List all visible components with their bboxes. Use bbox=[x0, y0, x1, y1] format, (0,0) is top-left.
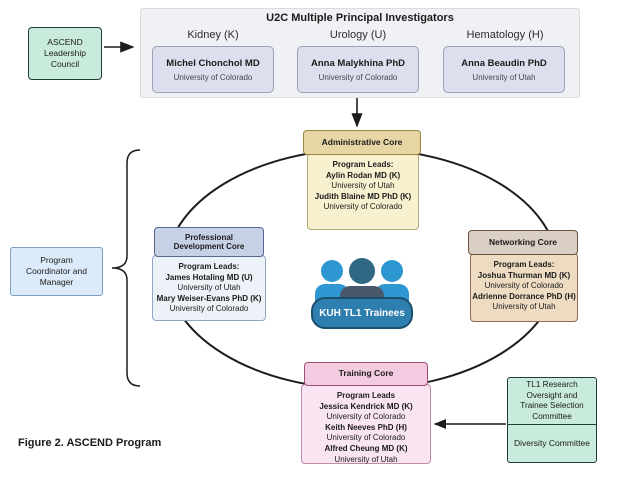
core-line: Aylin Rodan MD (K) bbox=[325, 170, 401, 180]
coordinator-curly-brace bbox=[111, 149, 141, 387]
leadership-council-line: Leadership bbox=[43, 48, 87, 58]
mpi-name: Anna Beaudin PhD bbox=[461, 57, 547, 69]
administrative-core-body: Program Leads: Aylin Rodan MD (K) Univer… bbox=[307, 153, 419, 230]
administrative-core-header: Administrative Core bbox=[303, 130, 421, 155]
networking-core-header: Networking Core bbox=[468, 230, 578, 255]
core-line: Keith Neeves PhD (H) bbox=[325, 422, 407, 432]
core-line: Mary Weiser-Evans PhD (K) bbox=[156, 293, 262, 303]
coordinator-manager-box: Program Coordinator and Manager bbox=[10, 247, 103, 296]
committee-line: Committee bbox=[532, 411, 572, 421]
professional-development-core-header: Professional Development Core bbox=[154, 227, 264, 257]
leadership-council-line: Council bbox=[50, 59, 80, 69]
person-icon bbox=[381, 260, 403, 282]
committee-line: TL1 Research bbox=[526, 380, 578, 389]
core-line: Program Leads bbox=[336, 391, 396, 400]
core-line: Adrienne Dorrance PhD (H) bbox=[472, 291, 576, 301]
person-icon bbox=[349, 258, 375, 284]
person-icon bbox=[321, 260, 343, 282]
committee-line: Oversight and bbox=[526, 390, 578, 400]
mpi-discipline-hematology: Hematology (H) bbox=[466, 29, 544, 41]
mpi-card-hematology: Anna Beaudin PhD University of Utah bbox=[443, 46, 565, 93]
mpi-panel-title: U2C Multiple Principal Investigators bbox=[266, 12, 454, 24]
mpi-affiliation: University of Utah bbox=[472, 72, 536, 82]
core-line: James Hotaling MD (U) bbox=[165, 272, 253, 282]
mpi-name: Anna Malykhina PhD bbox=[311, 57, 405, 69]
core-line: Judith Blaine MD PhD (K) bbox=[314, 191, 412, 201]
mpi-name: Michel Chonchol MD bbox=[166, 57, 260, 69]
core-line: University of Colorado bbox=[323, 202, 403, 212]
mpi-affiliation: University of Colorado bbox=[318, 72, 398, 82]
core-line: Program Leads: bbox=[493, 260, 555, 269]
core-line: University of Utah bbox=[177, 283, 241, 293]
core-line: Program Leads: bbox=[332, 160, 394, 169]
mpi-card-urology: Anna Malykhina PhD University of Colorad… bbox=[297, 46, 419, 93]
core-line: Joshua Thurman MD (K) bbox=[477, 270, 571, 280]
committee-line: Diversity Committee bbox=[513, 438, 591, 448]
tl1-research-oversight-committee-box: TL1 Research Oversight and Trainee Selec… bbox=[507, 377, 597, 425]
mpi-card-kidney: Michel Chonchol MD University of Colorad… bbox=[152, 46, 274, 93]
leadership-council-box: ASCEND Leadership Council bbox=[28, 27, 102, 80]
mpi-affiliation: University of Colorado bbox=[173, 72, 253, 82]
training-core-body: Program Leads Jessica Kendrick MD (K) Un… bbox=[301, 384, 431, 464]
coordinator-line: Manager bbox=[39, 277, 74, 287]
diversity-committee-box: Diversity Committee bbox=[507, 424, 597, 463]
coordinator-line: Program bbox=[40, 255, 73, 265]
networking-core-body: Program Leads: Joshua Thurman MD (K) Uni… bbox=[470, 253, 578, 322]
kuh-tl1-trainees-badge: KUH TL1 Trainees bbox=[311, 297, 413, 329]
core-line: University of Colorado bbox=[326, 433, 406, 443]
core-line: University of Colorado bbox=[169, 304, 249, 314]
mpi-discipline-urology: Urology (U) bbox=[329, 29, 387, 41]
core-line: Jessica Kendrick MD (K) bbox=[319, 401, 413, 411]
core-line: University of Utah bbox=[492, 302, 556, 312]
leadership-council-line: ASCEND bbox=[47, 37, 83, 47]
figure-caption: Figure 2. ASCEND Program bbox=[18, 437, 162, 449]
core-line: University of Colorado bbox=[484, 281, 564, 291]
core-line: University of Utah bbox=[331, 181, 395, 191]
core-line: University of Colorado bbox=[326, 412, 406, 422]
professional-development-core-body: Program Leads: James Hotaling MD (U) Uni… bbox=[152, 255, 266, 321]
training-core-header: Training Core bbox=[304, 362, 428, 386]
core-line: Alfred Cheung MD (K) bbox=[324, 443, 408, 453]
mpi-discipline-kidney: Kidney (K) bbox=[187, 29, 239, 41]
core-line: University of Utah bbox=[334, 454, 398, 464]
committee-line: Trainee Selection bbox=[520, 401, 584, 410]
core-line: Program Leads: bbox=[178, 262, 240, 271]
coordinator-line: Coordinator and bbox=[26, 266, 87, 276]
